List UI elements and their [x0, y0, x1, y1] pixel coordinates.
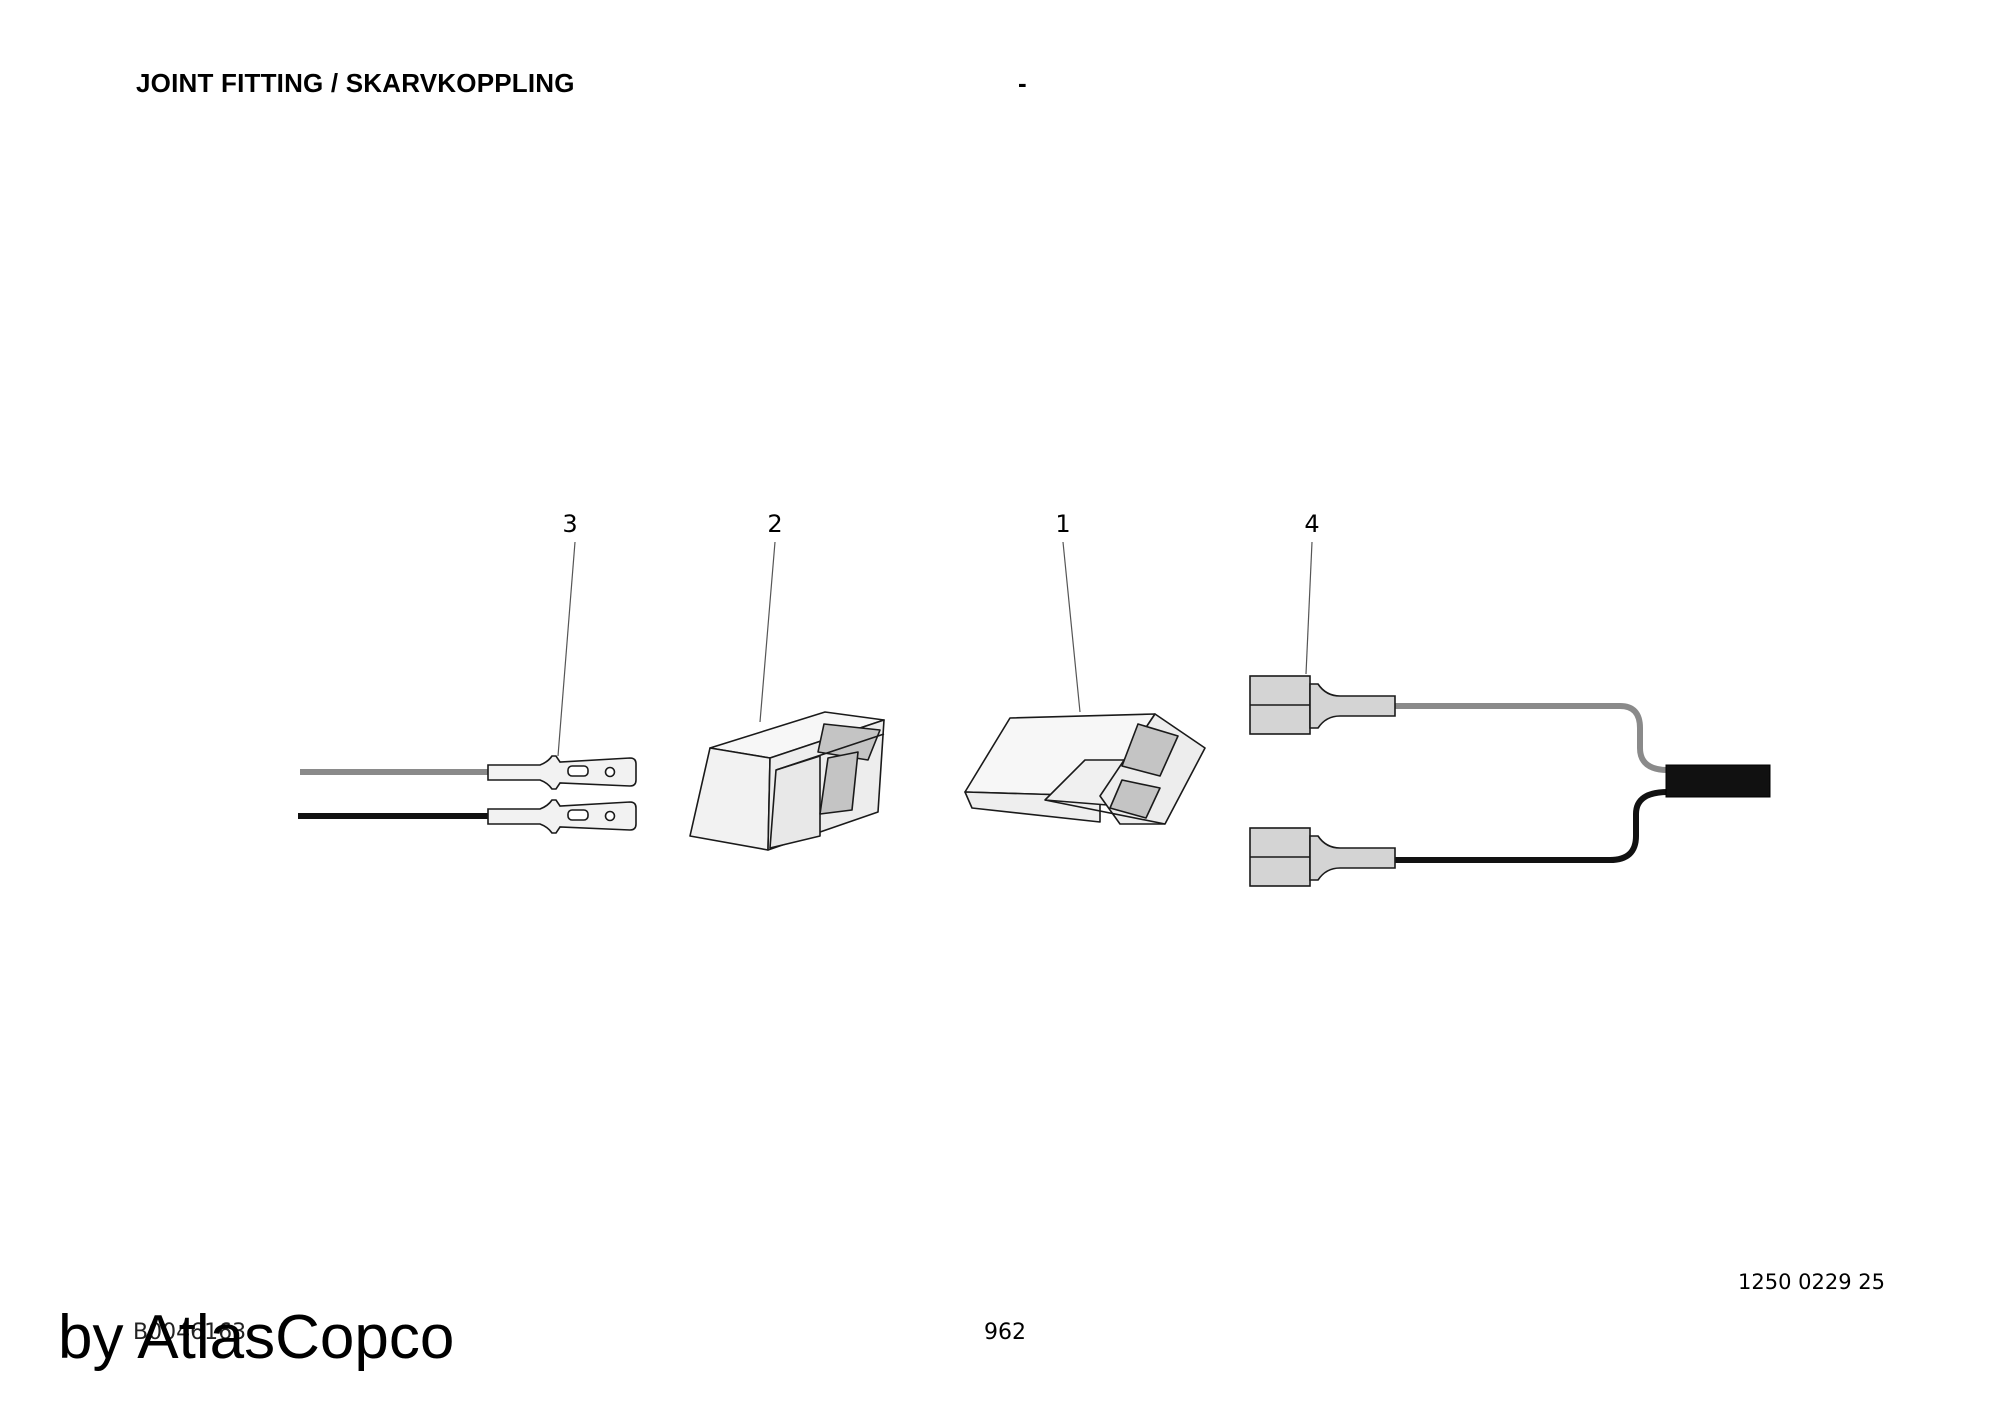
part-4-wire-harness	[1249, 675, 1771, 887]
document-reference: B0046163	[133, 1320, 247, 1345]
figure-part-number: 1250 0229 25	[1738, 1270, 1885, 1294]
callout-2: 2	[767, 510, 782, 538]
page-number: 962	[984, 1320, 1026, 1345]
header-dash: -	[1018, 68, 1027, 98]
part-3-flat-pin-terminals	[298, 755, 637, 834]
part-1-connector-housing	[964, 713, 1206, 825]
leader-lines	[557, 541, 1313, 757]
part-2-connector-housing	[689, 711, 885, 851]
page-title: JOINT FITTING / SKARVKOPPLING	[136, 68, 575, 98]
atlascopco-watermark: by AtlasCopco	[58, 1303, 455, 1372]
callout-4: 4	[1304, 510, 1319, 538]
callout-3: 3	[562, 510, 577, 538]
callout-1: 1	[1055, 510, 1070, 538]
